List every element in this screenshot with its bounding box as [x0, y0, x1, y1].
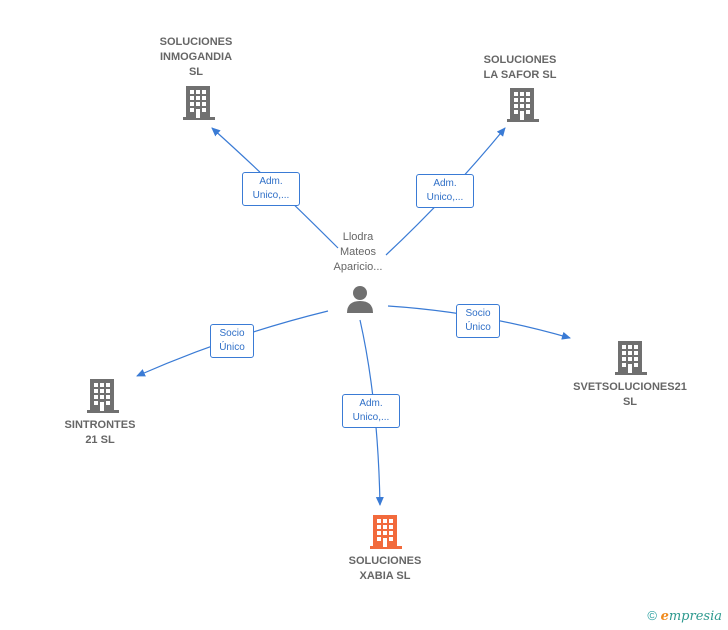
person-icon[interactable]: [344, 284, 376, 314]
edge-label-sintrontes[interactable]: Socio Único: [210, 324, 254, 358]
brand-logo[interactable]: empresia: [661, 609, 722, 624]
building-icon[interactable]: [614, 340, 648, 376]
brand-footer: © empresia: [647, 608, 722, 624]
edge-label-inmogandia[interactable]: Adm. Unico,...: [242, 172, 300, 206]
building-icon[interactable]: [86, 378, 120, 414]
brand-initial: e: [660, 609, 669, 624]
building-icon[interactable]: [182, 85, 216, 121]
company-safor-label[interactable]: SOLUCIONES LA SAFOR SL: [483, 54, 557, 81]
copyright-icon: ©: [647, 608, 657, 623]
center-person-name: Llodra Mateos Aparicio...: [333, 231, 383, 273]
building-icon[interactable]: [506, 87, 540, 123]
company-svet-label[interactable]: SVETSOLUCIONES21 SL: [573, 381, 687, 408]
building-icon-highlighted[interactable]: [369, 514, 403, 550]
edge-label-text: Adm. Unico,...: [426, 178, 464, 203]
company-inmogandia-label[interactable]: SOLUCIONES INMOGANDIA SL: [159, 36, 233, 78]
edge-label-text: Socio Único: [219, 328, 245, 353]
edge-label-safor[interactable]: Adm. Unico,...: [416, 174, 474, 208]
company-xabia-label[interactable]: SOLUCIONES XABIA SL: [348, 555, 422, 582]
company-sintrontes-label[interactable]: SINTRONTES 21 SL: [64, 419, 136, 446]
edge-label-text: Socio Único: [465, 308, 491, 333]
edge-label-svet[interactable]: Socio Único: [456, 304, 500, 338]
edge-label-xabia[interactable]: Adm. Unico,...: [342, 394, 400, 428]
brand-name: mpresia: [668, 609, 722, 624]
edge-label-text: Adm. Unico,...: [352, 398, 390, 423]
edge-label-text: Adm. Unico,...: [252, 176, 290, 201]
